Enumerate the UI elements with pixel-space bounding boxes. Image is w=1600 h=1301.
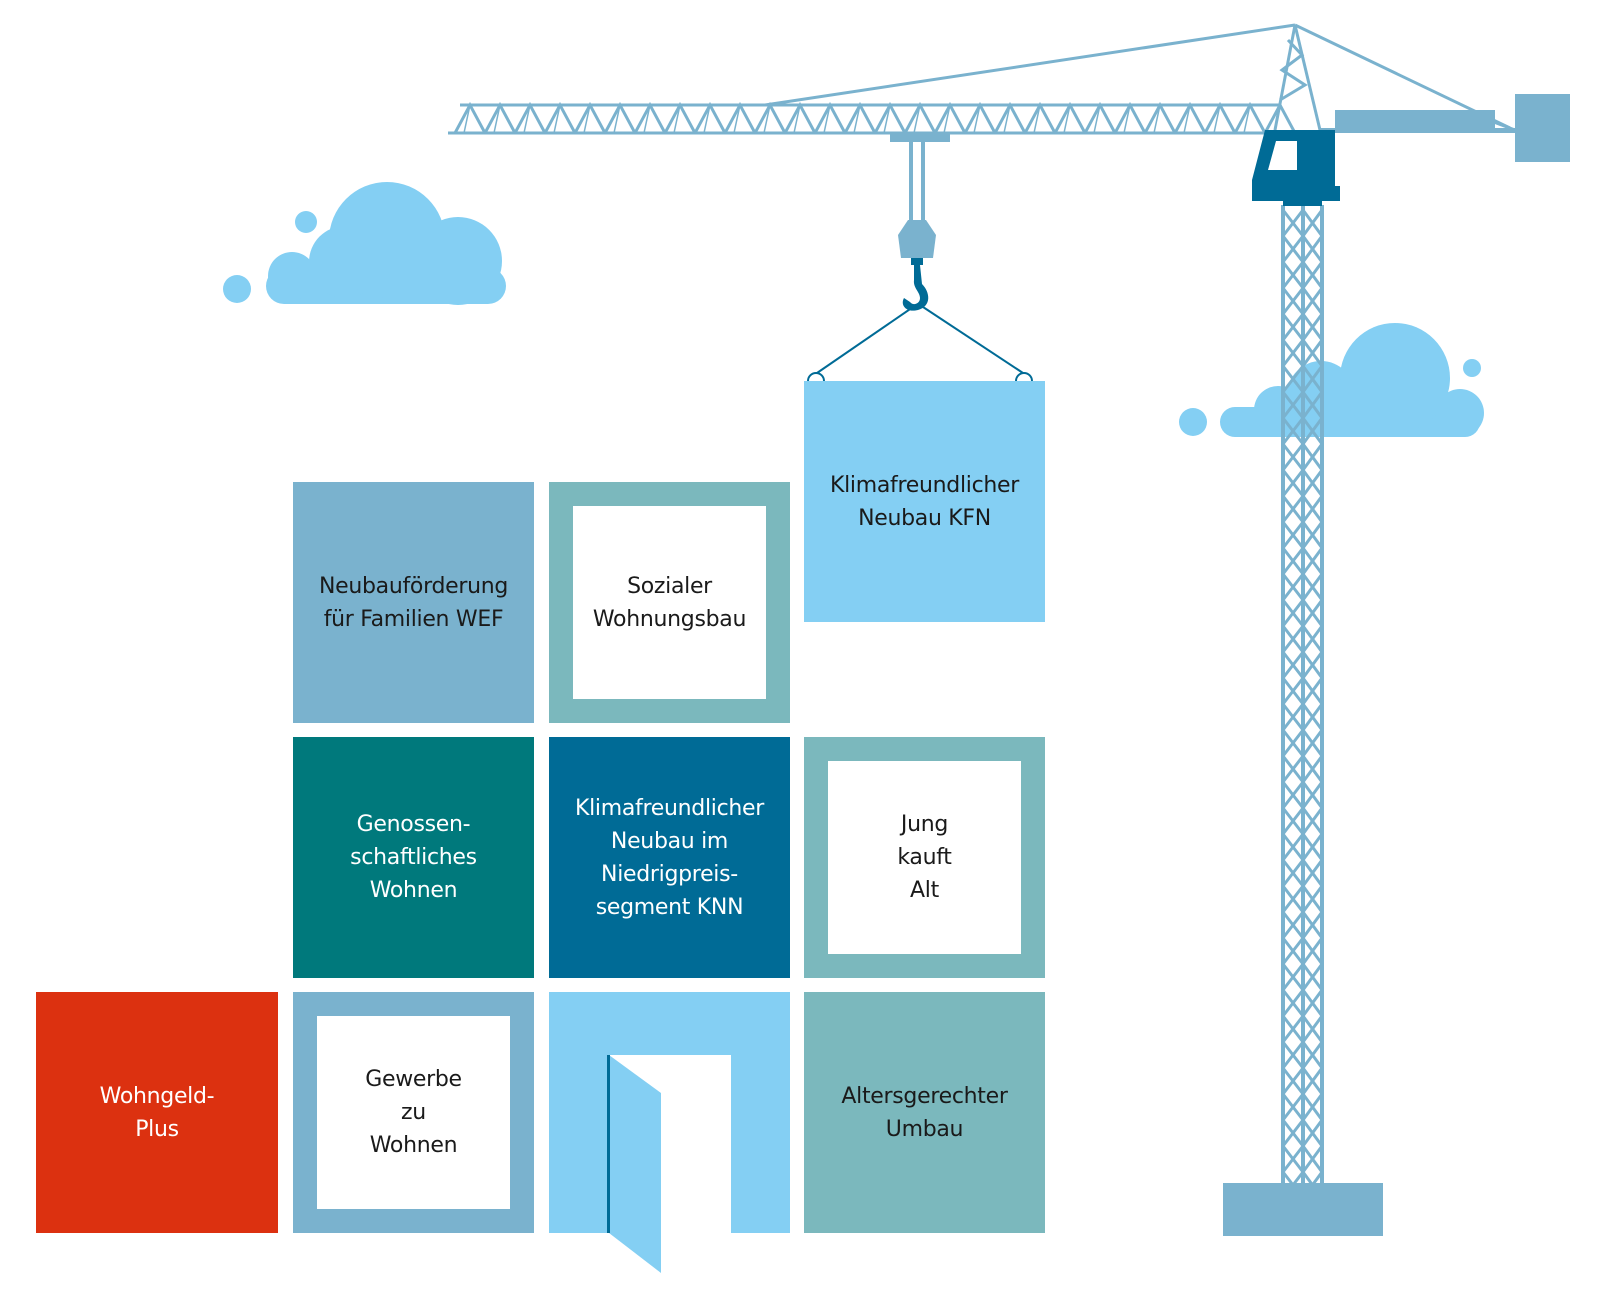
block-label: Wohngeld- Plus xyxy=(99,1083,215,1142)
block-label: Neubauförderung für Familien WEF xyxy=(318,573,509,632)
block-gewerbe-zu-wohnen: Gewerbe zu Wohnen xyxy=(293,992,534,1233)
block-sozialer-wohnungsbau: Sozialer Wohnungsbau xyxy=(549,482,790,723)
block-wef: Neubauförderung für Familien WEF xyxy=(293,482,534,723)
cloud-icon xyxy=(223,182,506,305)
block-wohngeld-plus: Wohngeld- Plus xyxy=(36,992,278,1233)
block-label: Klimafreundlicher Neubau KFN xyxy=(829,472,1019,531)
block-genossenschaftliches-wohnen: Genossen- schaftliches Wohnen xyxy=(293,737,534,978)
block-label: Genossen- schaftliches Wohnen xyxy=(350,812,477,903)
crane-icon xyxy=(448,23,1570,1236)
door-icon xyxy=(549,992,790,1273)
block-kfn: Klimafreundlicher Neubau KFN xyxy=(804,381,1045,622)
block-label: Klimafreundlicher Neubau im Niedrigpreis… xyxy=(574,795,764,920)
block-label: Gewerbe zu Wohnen xyxy=(365,1067,462,1158)
block-altersgerechter-umbau: Altersgerechter Umbau xyxy=(804,992,1045,1233)
cloud-icon xyxy=(1179,323,1484,437)
block-label: Jung kauft Alt xyxy=(897,812,952,903)
crane-hook-icon xyxy=(902,265,929,311)
block-label: Altersgerechter Umbau xyxy=(841,1083,1008,1142)
block-jung-kauft-alt: Jung kauft Alt xyxy=(804,737,1045,978)
block-knn: Klimafreundlicher Neubau im Niedrigpreis… xyxy=(549,737,790,978)
block-label: Sozialer Wohnungsbau xyxy=(592,573,747,632)
